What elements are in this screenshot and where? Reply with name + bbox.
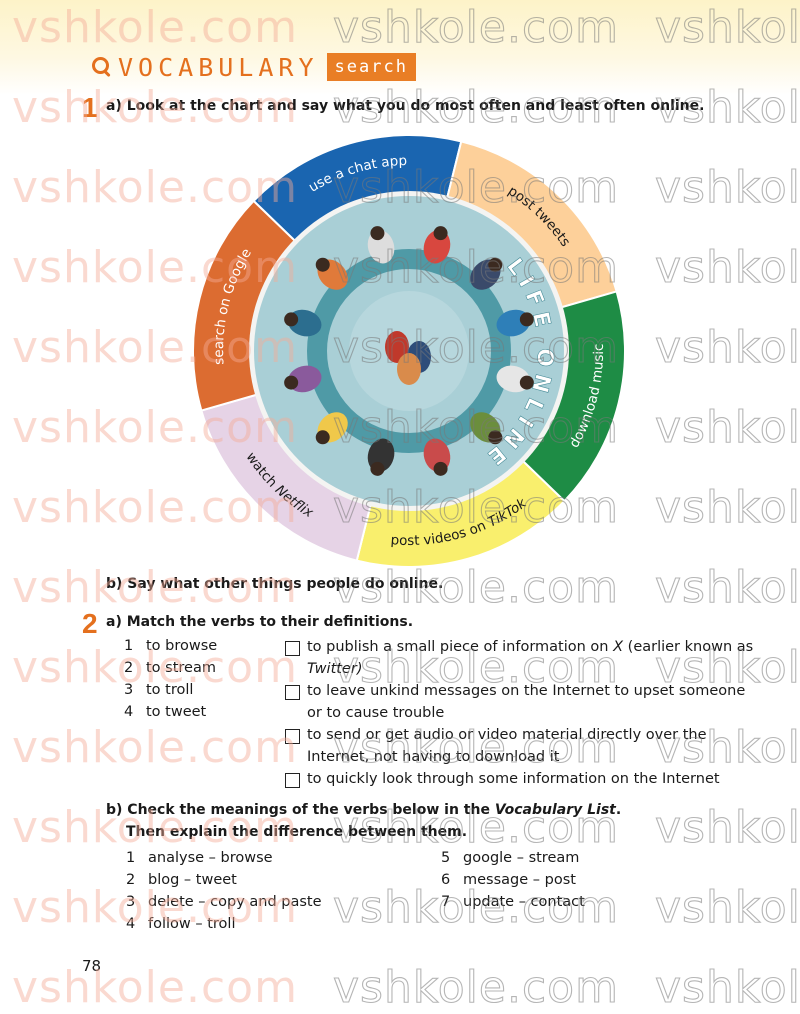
definition-1: to publish a small piece of information …: [307, 639, 754, 677]
person-head: [370, 461, 385, 476]
person-head: [315, 257, 330, 272]
section-heading: VOCABULARY search: [88, 52, 416, 82]
person-head: [284, 375, 299, 390]
watermark-text: vshkole.com: [654, 561, 800, 613]
definition-4: to quickly look through some information…: [307, 771, 720, 787]
answer-checkbox-1[interactable]: [285, 641, 300, 656]
task-2b-instruction-line2: Then explain the difference between them…: [126, 824, 468, 840]
watermark-text: vshkole.com: [654, 161, 800, 213]
watermark-text: vshkole.com: [654, 241, 800, 293]
person-head: [519, 375, 534, 390]
watermark-text: vshkole.com: [654, 801, 800, 853]
person-figure: [385, 331, 409, 363]
section-tag: search: [326, 53, 416, 81]
table-ring: [307, 249, 511, 453]
task-2a-instruction: a) Match the verbs to their definitions.: [106, 614, 414, 630]
people-illustration: [284, 226, 534, 476]
person-figure: [397, 353, 421, 385]
definition-3: to send or get audio or video material d…: [307, 727, 707, 765]
person-head: [433, 226, 448, 241]
search-icon: [88, 54, 114, 80]
watermark-text: vshkole.com: [654, 881, 800, 933]
answer-checkbox-4[interactable]: [285, 773, 300, 788]
watermark-text: vshkole.com: [332, 961, 619, 1013]
watermark-text: vshkole.com: [654, 481, 800, 533]
task-2b-instruction: b) Check the meanings of the verbs below…: [106, 802, 622, 818]
person-head: [519, 312, 534, 327]
person-head: [488, 257, 503, 272]
watermark-text: vshkole.com: [654, 961, 800, 1013]
person-head: [370, 226, 385, 241]
person-head: [315, 430, 330, 445]
person-head: [284, 312, 299, 327]
watermark-text: vshkole.com: [654, 321, 800, 373]
answer-checkbox-3[interactable]: [285, 729, 300, 744]
task-number-1: 1: [82, 92, 98, 123]
task-number-2: 2: [82, 608, 98, 639]
page-number: 78: [82, 957, 102, 975]
watermark-text: vshkole.com: [654, 401, 800, 453]
task-1b-instruction: b) Say what other things people do onlin…: [106, 576, 444, 592]
task-1a-instruction: a) Look at the chart and say what you do…: [106, 98, 705, 114]
answer-checkbox-2[interactable]: [285, 685, 300, 700]
definition-2: to leave unkind messages on the Internet…: [307, 683, 746, 721]
section-title: VOCABULARY: [118, 52, 319, 82]
person-head: [488, 430, 503, 445]
person-head: [433, 461, 448, 476]
watermark-text: vshkole.com: [12, 962, 298, 1013]
watermark-text: vshkole.com: [12, 722, 298, 773]
